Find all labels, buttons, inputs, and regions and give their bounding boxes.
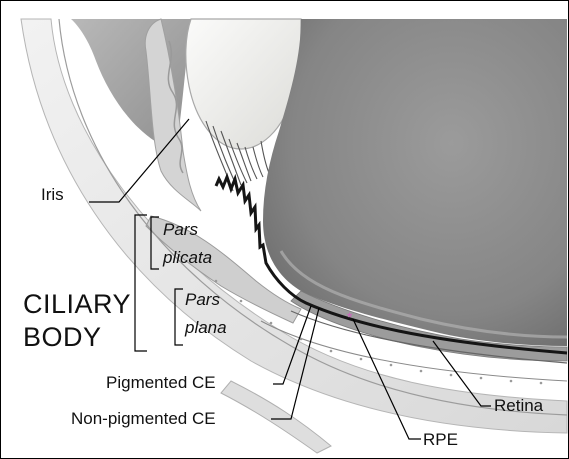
extraocular-muscle: [221, 381, 331, 453]
label-retina: Retina: [494, 397, 543, 414]
marker-asterisk: *: [347, 310, 352, 324]
label-pars-plicata-1: Pars: [163, 221, 198, 238]
label-rpe: RPE: [423, 431, 458, 448]
label-ciliary-body-2: BODY: [23, 324, 102, 351]
label-pigmented-ce: Pigmented CE: [106, 374, 216, 391]
label-ciliary-body-1: CILIARY: [23, 291, 131, 318]
label-non-pigmented-ce: Non-pigmented CE: [71, 410, 216, 427]
label-iris: Iris: [41, 186, 64, 203]
label-pars-plicata-2: plicata: [163, 249, 212, 266]
label-pars-plana-2: plana: [185, 319, 227, 336]
label-pars-plana-1: Pars: [185, 291, 220, 308]
